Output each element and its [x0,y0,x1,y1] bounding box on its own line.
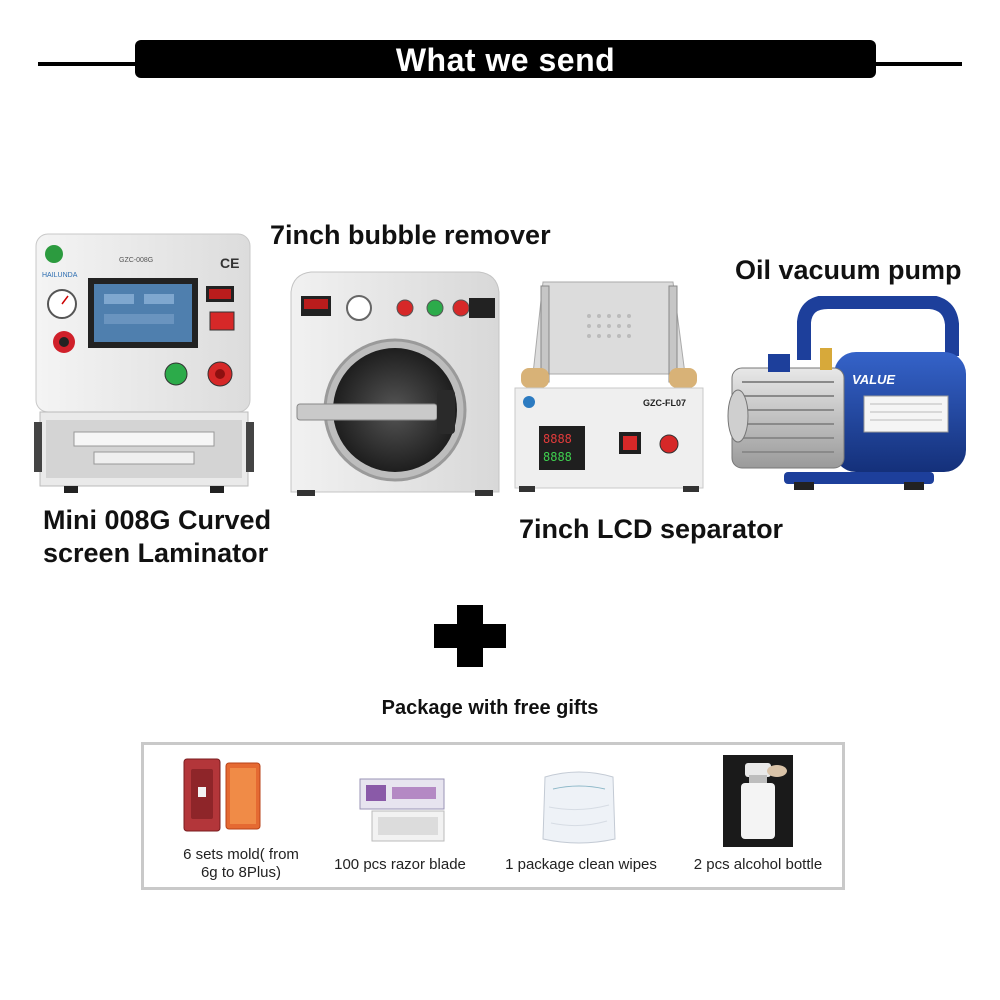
gift-clean-wipes: 1 package clean wipes [494,745,668,885]
pump-brand: VALUE [852,372,895,387]
bubble-remover-label: 7inch bubble remover [270,220,551,250]
laminator-image: HAILUNDA GZC-008G CE [34,232,254,494]
separator-model: GZC-FL07 [643,398,686,408]
vacuum-pump-image: VALUE [724,295,972,492]
gift-mold-caption-line1: 6 sets mold( from [183,846,299,863]
header-rule-right [872,62,962,66]
gift-mold-set: 6 sets mold( from 6g to 8Plus) [156,745,326,885]
gift-wipes-caption: 1 package clean wipes [505,856,657,873]
laminator-label: Mini 008G Curved screen Laminator [43,504,271,570]
gift-mold-caption-line2: 6g to 8Plus) [200,864,282,881]
bubble-remover-image [287,268,503,498]
lcd-separator-label: 7inch LCD separator [519,514,784,544]
gift-alcohol-bottle: 2 pcs alcohol bottle [674,745,842,885]
laminator-ce: CE [220,255,239,271]
lcd-separator-image: GZC-FL07 8888 8888 [513,276,705,492]
mold-set-icon [183,758,261,832]
alcohol-bottle-icon [723,755,793,847]
separator-display-1: 8888 [543,432,572,446]
gift-razor-caption: 100 pcs razor blade [334,856,466,873]
plus-sign-horizontal [434,624,506,648]
header-banner: What we send [135,40,876,78]
header-rule-left [38,62,138,66]
laminator-label-line1: Mini 008G Curved [43,505,272,535]
laminator-label-line2: screen Laminator [43,538,269,568]
clean-wipes-icon [542,771,616,844]
laminator-model: GZC-008G [119,257,153,264]
separator-display-2: 8888 [543,450,572,464]
gift-alcohol-caption: 2 pcs alcohol bottle [693,856,823,873]
vacuum-pump-label: Oil vacuum pump [735,255,962,285]
gifts-title: Package with free gifts [381,697,599,719]
laminator-brand: HAILUNDA [42,272,78,279]
gift-razor-blade: 100 pcs razor blade [320,745,480,885]
gifts-panel: 6 sets mold( from 6g to 8Plus) 100 pcs r… [141,742,845,890]
razor-blade-icon [359,778,445,842]
